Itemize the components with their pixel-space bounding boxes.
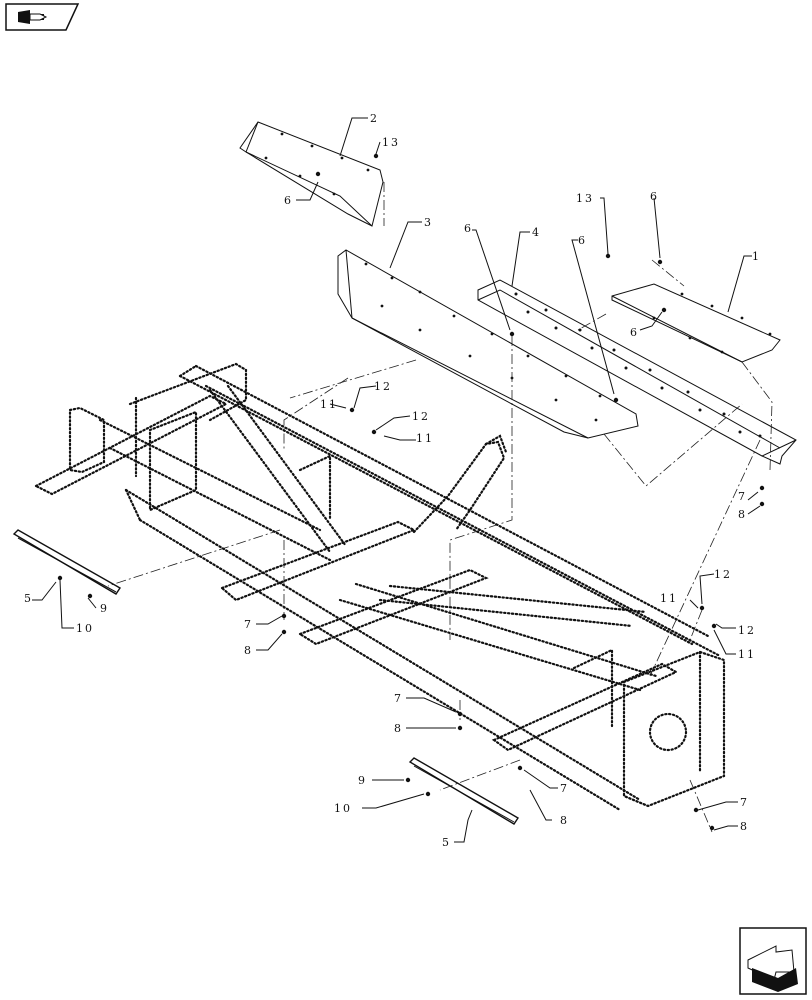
callout-12: 12 bbox=[714, 568, 732, 581]
header-frame bbox=[33, 362, 726, 812]
callout-5: 5 bbox=[24, 592, 33, 605]
plate-part-4 bbox=[477, 279, 797, 465]
leader-lines bbox=[32, 117, 761, 843]
callout-10: 10 bbox=[334, 802, 352, 815]
callout-6: 6 bbox=[578, 234, 587, 247]
callout-8: 8 bbox=[244, 644, 253, 657]
callout-6: 6 bbox=[630, 326, 639, 339]
callout-8: 8 bbox=[740, 820, 749, 833]
shield-part-2 bbox=[239, 121, 384, 227]
callout-12: 12 bbox=[738, 624, 756, 637]
callout-8: 8 bbox=[738, 508, 747, 521]
callout-11: 11 bbox=[738, 648, 756, 661]
callout-10: 10 bbox=[76, 622, 94, 635]
callout-5: 5 bbox=[442, 836, 451, 849]
callout-13: 13 bbox=[576, 192, 594, 205]
callout-11: 11 bbox=[320, 398, 338, 411]
callout-8: 8 bbox=[394, 722, 403, 735]
callout-12: 12 bbox=[412, 410, 430, 423]
callout-2: 2 bbox=[370, 112, 379, 125]
callout-1: 1 bbox=[752, 250, 761, 263]
callout-6: 6 bbox=[650, 190, 659, 203]
book-arrow-icon[interactable] bbox=[5, 3, 80, 31]
fasteners bbox=[57, 153, 765, 831]
callout-11: 11 bbox=[660, 592, 678, 605]
callout-labels: 2 13 6 3 6 4 6 13 6 1 6 12 11 12 11 7 8 … bbox=[24, 112, 761, 849]
callout-8: 8 bbox=[560, 814, 569, 827]
phantom-alignment-lines bbox=[107, 182, 773, 833]
callout-11: 11 bbox=[416, 432, 434, 445]
callout-12: 12 bbox=[374, 380, 392, 393]
callout-7: 7 bbox=[394, 692, 403, 705]
callout-7: 7 bbox=[560, 782, 569, 795]
callout-9: 9 bbox=[358, 774, 367, 787]
shield-part-1 bbox=[611, 283, 781, 363]
callout-13: 13 bbox=[382, 136, 400, 149]
rail-part-5-left bbox=[12, 529, 121, 595]
callout-7: 7 bbox=[738, 490, 747, 503]
callout-6: 6 bbox=[284, 194, 293, 207]
shield-part-3 bbox=[337, 249, 639, 439]
rail-part-5-bottom bbox=[408, 757, 519, 825]
callout-7: 7 bbox=[740, 796, 749, 809]
callout-4: 4 bbox=[532, 226, 541, 239]
callout-6: 6 bbox=[464, 222, 473, 235]
next-page-arrow-icon[interactable] bbox=[739, 927, 807, 995]
callout-3: 3 bbox=[424, 216, 433, 229]
callout-9: 9 bbox=[100, 602, 109, 615]
callout-7: 7 bbox=[244, 618, 253, 631]
